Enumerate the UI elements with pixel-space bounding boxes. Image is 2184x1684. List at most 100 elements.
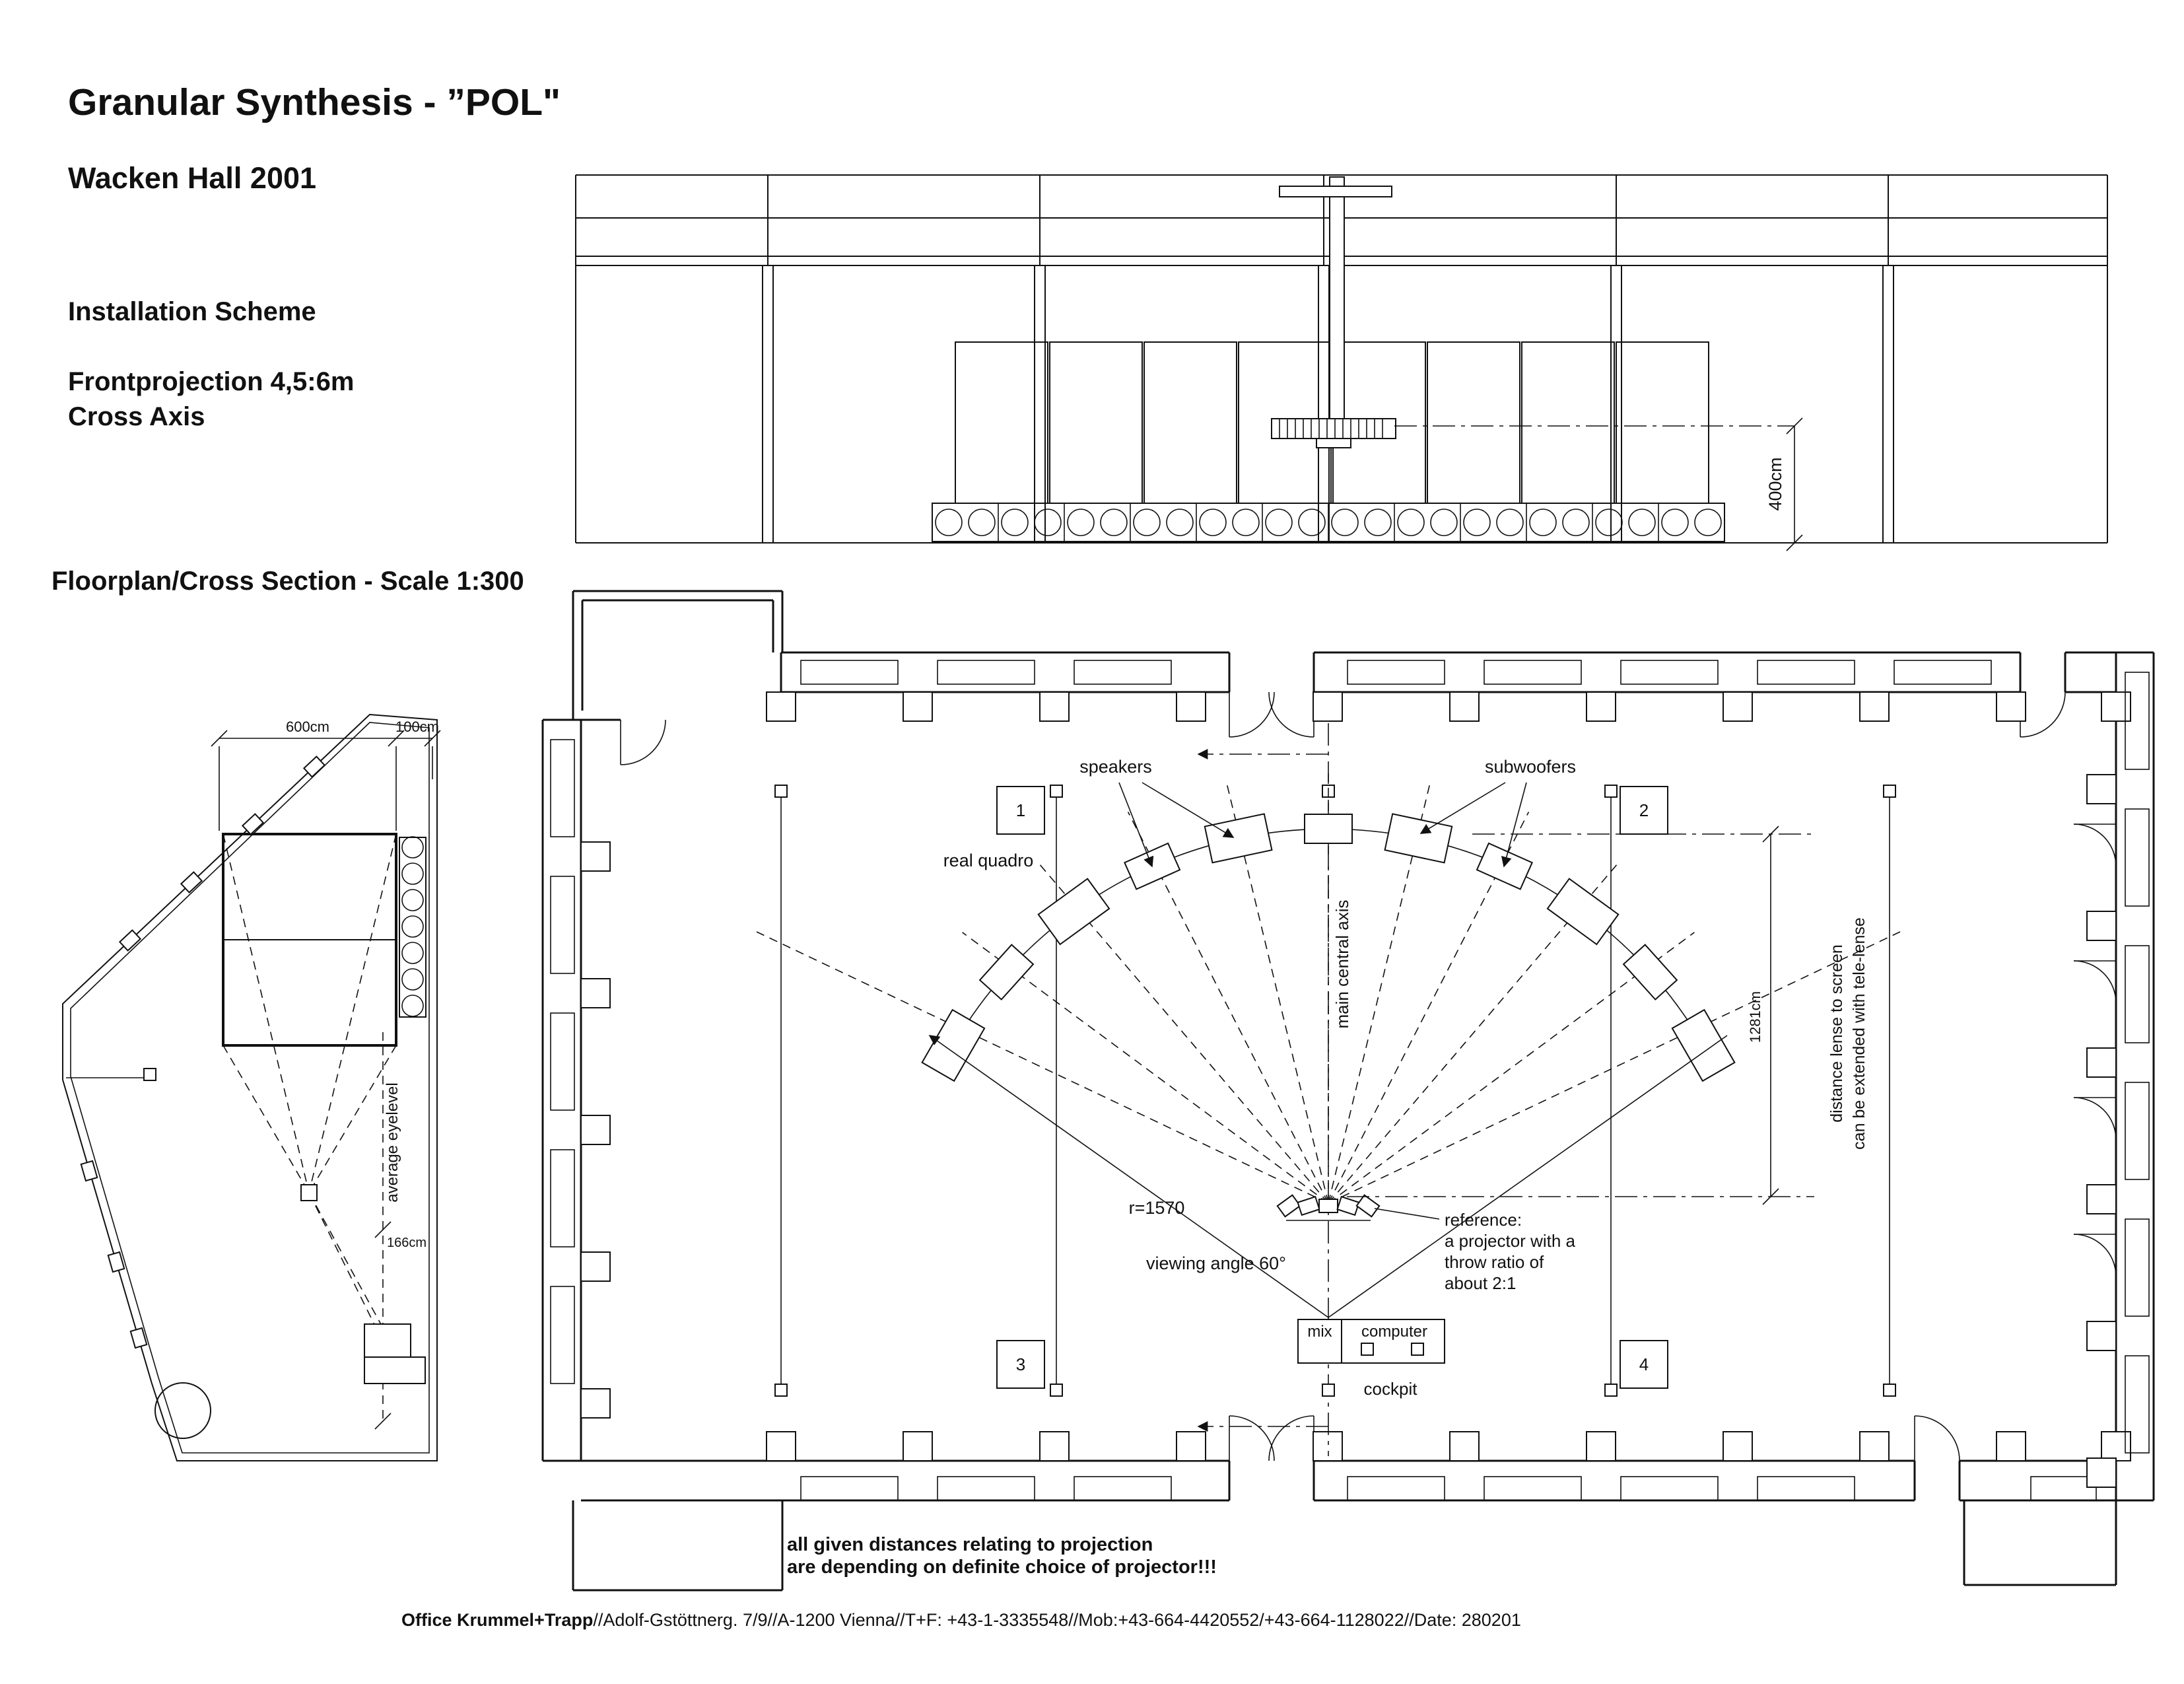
window-panel [2125, 808, 2150, 907]
pilaster [2086, 911, 2117, 941]
window-panel [1347, 1476, 1445, 1501]
rig-center-box [1316, 438, 1351, 448]
truss-end [1322, 1384, 1335, 1397]
driver-circle [935, 509, 963, 536]
pilaster [1039, 1431, 1070, 1461]
door-swing [620, 719, 666, 765]
rig-pipe [1329, 176, 1345, 419]
driver-circle [1496, 509, 1524, 536]
door-swing [2073, 824, 2117, 867]
pilaster [2086, 774, 2117, 804]
width-dimension-label: 600cm [286, 719, 329, 735]
window-panel [800, 660, 899, 685]
side-speaker-circle [401, 968, 424, 991]
real-quadro-label: real quadro [943, 851, 1034, 870]
driver-circle [1034, 509, 1062, 536]
reference-leader [1374, 1208, 1440, 1220]
projection-line2: Cross Axis [68, 402, 205, 431]
pilaster [580, 1251, 611, 1282]
screen-4-label: 4 [1639, 1354, 1649, 1374]
side-speaker-circle [401, 862, 424, 885]
driver-circle [1562, 509, 1590, 536]
projection-line [962, 932, 1329, 1204]
window-panel [2125, 1218, 2150, 1317]
window-panel [1484, 1476, 1582, 1501]
scheme-label: Installation Scheme [68, 297, 316, 326]
arc-speaker-box [1204, 813, 1273, 864]
truss-end [1604, 785, 1618, 798]
window-panel [1757, 1476, 1855, 1501]
dim-tick [1786, 534, 1803, 551]
stage-marker [143, 1068, 156, 1081]
pilaster [2086, 1321, 2117, 1351]
projection-ray [222, 833, 310, 1193]
door-swing [1268, 1415, 1314, 1461]
projection-line [1328, 931, 1901, 1204]
driver-circle [1100, 509, 1128, 536]
door-swing [1229, 1415, 1275, 1461]
pilaster [2086, 1457, 2117, 1488]
computer-label: computer [1361, 1323, 1427, 1341]
window-panel [550, 1012, 575, 1111]
pilaster [903, 691, 933, 722]
page-subtitle: Wacken Hall 2001 [68, 161, 317, 195]
projector-unit [1355, 1194, 1381, 1218]
driver-circle [1694, 509, 1722, 536]
reference-line4: about 2:1 [1445, 1273, 1516, 1293]
viewer-head-symbol [300, 1184, 318, 1201]
window-panel [2125, 1082, 2150, 1180]
window-panel [1347, 660, 1445, 685]
projection-ray [222, 1045, 310, 1193]
pilaster [580, 1115, 611, 1145]
pilaster [580, 841, 611, 872]
arc-speaker-box [1037, 878, 1110, 946]
arc-speaker-box [1546, 878, 1620, 946]
window-panel [2125, 1355, 2150, 1454]
tier-step [118, 929, 142, 952]
window-panel [550, 1286, 575, 1384]
arc-speaker-box [978, 944, 1035, 1000]
floorplan-section: 1 2 3 4 mix computer cockpit 1281cm dist… [541, 590, 2155, 1592]
elevation-section: 400cm [575, 174, 2108, 551]
pilaster [1449, 691, 1480, 722]
driver-circle [1067, 509, 1095, 536]
truss-end [1883, 785, 1896, 798]
equipment-box [364, 1323, 411, 1358]
side-speaker-circle [401, 836, 424, 859]
computer-unit [1411, 1343, 1424, 1356]
window-panel [937, 1476, 1035, 1501]
pilaster [1586, 691, 1616, 722]
driver-circle [1463, 509, 1491, 536]
tier-step [241, 813, 265, 835]
truss-end [1050, 1384, 1063, 1397]
mix-label: mix [1307, 1323, 1332, 1341]
window-panel [1620, 1476, 1719, 1501]
projection-note: all given distances relating to projecti… [787, 1533, 1217, 1578]
screen-marker-4 [1620, 1340, 1668, 1389]
driver-circle [1595, 509, 1623, 536]
window-panel [800, 1476, 899, 1501]
window-panel [1074, 1476, 1172, 1501]
central-axis-label: main central axis [1332, 899, 1352, 1028]
window-panel [550, 739, 575, 837]
pilaster [1859, 1431, 1890, 1461]
screen-marker-1 [996, 786, 1045, 835]
projection-line [1038, 862, 1329, 1204]
driver-circle [1331, 509, 1359, 536]
window-panel [2125, 672, 2150, 770]
driver-circle [1232, 509, 1260, 536]
screen-1-label: 1 [1016, 800, 1025, 820]
height-dimension-label: 400cm [1765, 457, 1785, 510]
driver-circle [1529, 509, 1557, 536]
screen-3-label: 3 [1016, 1354, 1025, 1374]
dim-tick [388, 730, 405, 747]
page-title: Granular Synthesis - ”POL" [68, 81, 561, 123]
driver-circle [1397, 509, 1425, 536]
note-line1: all given distances relating to projecti… [787, 1534, 1153, 1555]
window-panel [1894, 660, 1992, 685]
pilaster [1996, 1431, 2026, 1461]
subwoofers-leader [1419, 782, 1506, 834]
tier-step [80, 1160, 98, 1182]
